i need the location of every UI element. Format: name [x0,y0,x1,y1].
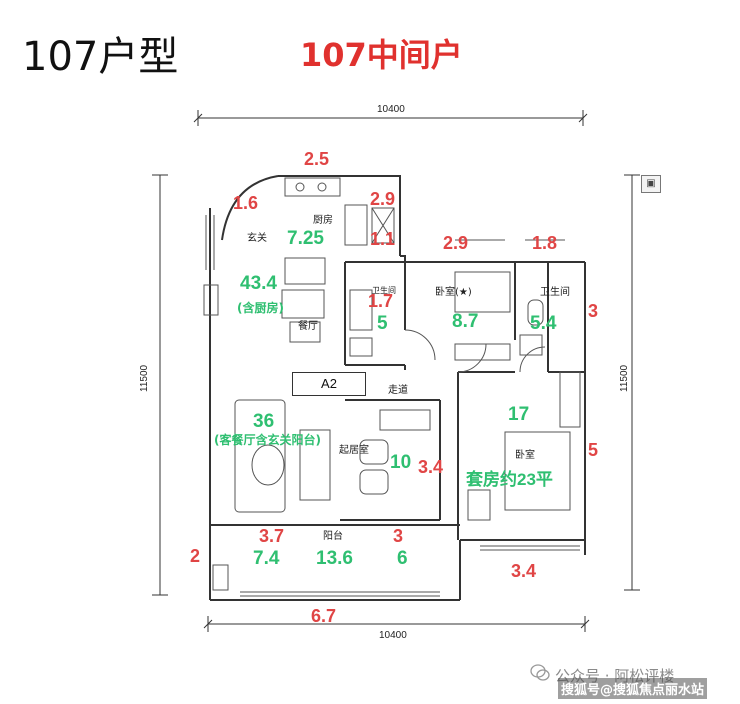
area-balcony-b: 13.6 [316,548,353,569]
room-bedroom: 卧室 [515,450,535,461]
area-living-room-note: (客餐厅含玄关阳台) [214,433,321,447]
room-entrance: 玄关 [247,233,267,244]
label-bath2-depth: 3 [588,301,599,321]
area-bedroom: 17 [508,404,530,425]
watermark-line2: 搜狐号@搜狐焦点丽水站 [558,678,708,699]
top-dimension: 10400 [377,104,405,115]
label-bath1-depth: 1.7 [368,291,394,311]
area-living-note: (含厨房) [237,301,284,315]
label-master-width: 2.9 [443,233,469,253]
area-kitchen: 7.25 [287,228,324,249]
label-kitchen-width: 2.5 [304,149,330,169]
label-bottom-width: 6.7 [311,606,337,626]
room-bath1: 卫生间 [372,286,396,295]
suite-note: 套房约23平 [466,470,553,489]
room-corridor: 走道 [388,385,408,396]
room-dining: 餐厅 [298,321,318,332]
area-bath1: 5 [377,313,388,334]
label-entrance-width: 1.6 [233,193,259,213]
area-balcony-c: 6 [397,548,408,569]
label-bedroom-depth: 5 [588,440,599,460]
area-master: 8.7 [452,311,479,332]
scan-icon[interactable]: ▣ [641,175,661,193]
wechat-logo-icon [530,664,550,681]
area-living-room: 36 [253,411,275,432]
label-study-depth: 3.4 [418,457,444,477]
label-balcony-w2: 3 [393,526,404,546]
label-bath2-width: 1.8 [532,233,558,253]
room-kitchen: 厨房 [313,215,333,226]
label-balcony-left-depth: 2 [190,546,201,566]
label-shaft-depth: 1.1 [370,229,396,249]
label-balcony-w1: 3.7 [259,526,285,546]
unit-subtitle: 107中间户 [300,36,463,74]
room-study: 起居室 [339,445,369,456]
area-bath2: 5.4 [530,313,557,334]
area-balcony-a: 7.4 [253,548,280,569]
label-shaft-width: 2.9 [370,189,396,209]
label-bedroom-width: 3.4 [511,561,537,581]
room-master-bedroom: 卧室(★) [435,287,472,298]
bottom-dimension: 10400 [379,630,407,641]
area-study: 10 [390,452,412,473]
page-title: 107户型 [22,34,179,80]
room-balcony: 阳台 [323,531,343,542]
right-dimension: 11500 [619,364,630,392]
left-dimension: 11500 [139,364,150,392]
room-bath2: 卫生间 [540,287,570,298]
unit-tag: A2 [292,372,366,396]
area-living: 43.4 [240,273,277,294]
